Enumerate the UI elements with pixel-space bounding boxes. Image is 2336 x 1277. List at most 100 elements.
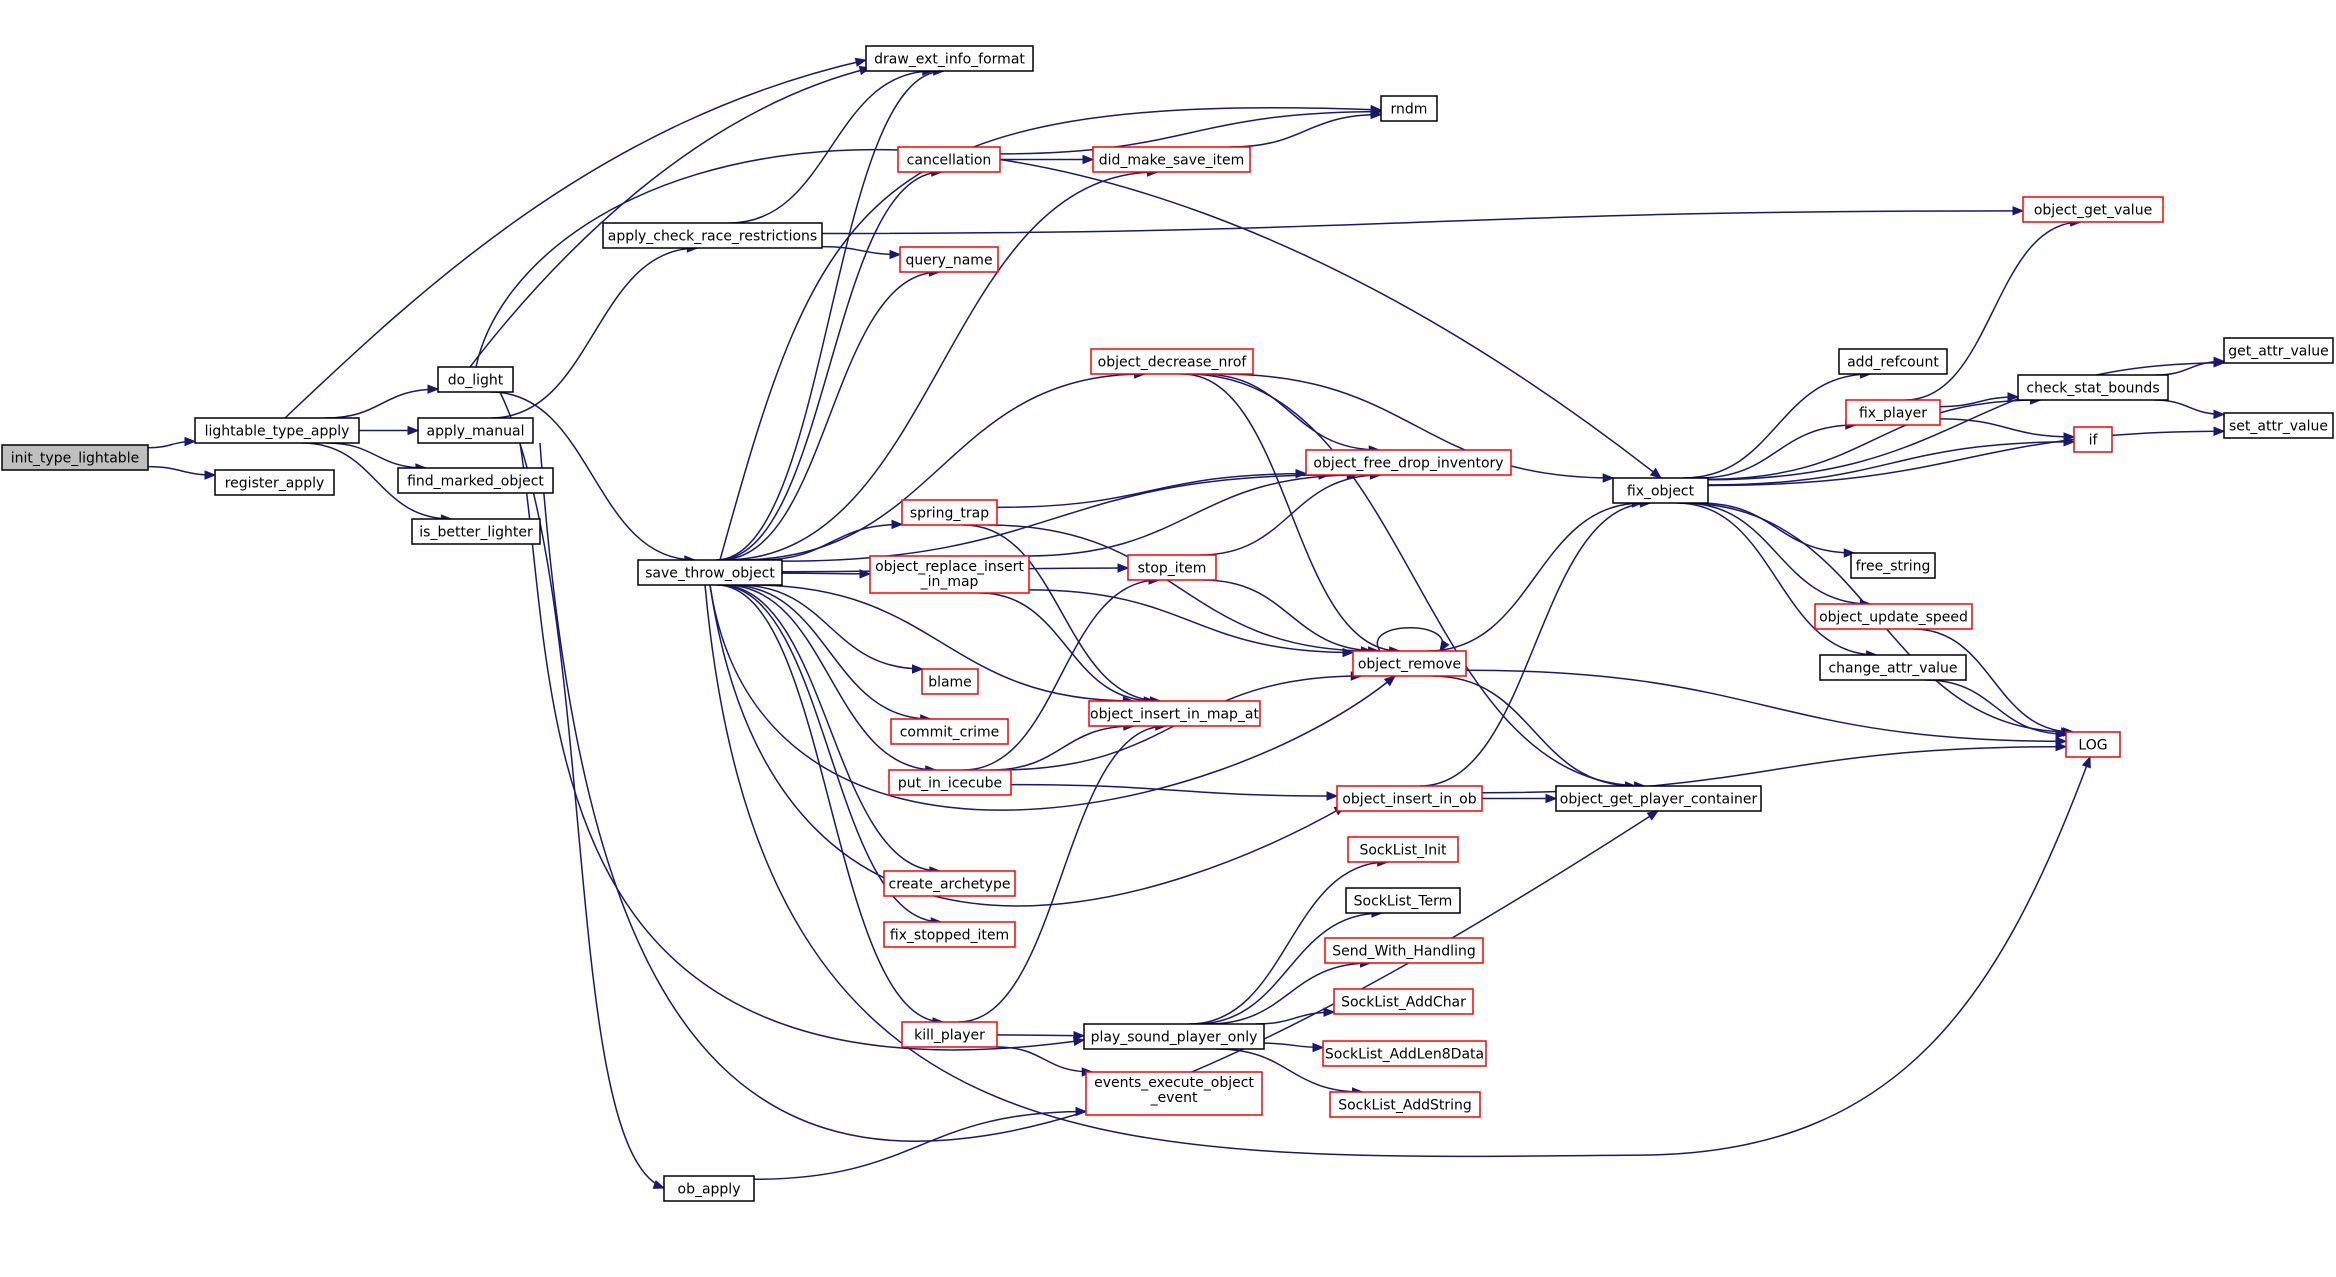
node-label: object_insert_in_map_at: [1090, 707, 1260, 723]
node-init_type_lightable[interactable]: init_type_lightable: [1, 444, 149, 471]
node-cancellation[interactable]: cancellation: [897, 146, 1001, 173]
node-label: lightable_type_apply: [205, 424, 350, 440]
edge-fix_player-to-if: [1939, 418, 2075, 438]
node-kill_player[interactable]: kill_player: [901, 1021, 998, 1048]
node-SockList_Term[interactable]: SockList_Term: [1345, 887, 1461, 914]
node-object_replace_insert_in_map[interactable]: object_replace_insert_in_map: [869, 555, 1030, 594]
node-add_refcount[interactable]: add_refcount: [1838, 348, 1948, 375]
node-object_decrease_nrof[interactable]: object_decrease_nrof: [1090, 348, 1254, 375]
node-register_apply[interactable]: register_apply: [214, 469, 335, 496]
node-box: [214, 469, 335, 496]
arrowhead-lightable_type_apply-to-apply_manual: [407, 425, 420, 436]
node-object_free_drop_inventory[interactable]: object_free_drop_inventory: [1305, 449, 1512, 476]
node-box: [1088, 700, 1261, 727]
node-apply_manual[interactable]: apply_manual: [417, 417, 534, 444]
node-SockList_AddChar[interactable]: SockList_AddChar: [1333, 988, 1474, 1015]
node-rndm[interactable]: rndm: [1380, 95, 1438, 122]
edge-play_sound_player_only-to-SockList_AddChar: [1255, 1011, 1335, 1025]
node-is_better_lighter[interactable]: is_better_lighter: [411, 518, 541, 545]
node-box: [899, 246, 999, 273]
node-box: [883, 870, 1016, 897]
edge-fix_object-to-fix_player: [1697, 424, 1856, 479]
node-object_insert_in_map_at[interactable]: object_insert_in_map_at: [1088, 700, 1261, 727]
node-label: spring_trap: [910, 506, 989, 522]
node-ob_apply[interactable]: ob_apply: [663, 1175, 755, 1202]
node-object_get_value[interactable]: object_get_value: [2022, 196, 2164, 223]
node-label-line: object_replace_insert: [875, 559, 1024, 575]
node-do_light[interactable]: do_light: [437, 366, 514, 393]
edge-kill_player-to-play_sound_player_only: [996, 1034, 1085, 1037]
edge-save_throw_object-to-object_remove: [709, 584, 1396, 811]
node-play_sound_player_only[interactable]: play_sound_player_only: [1083, 1023, 1265, 1050]
node-events_execute_object_event[interactable]: events_execute_object_event: [1085, 1071, 1263, 1116]
node-Send_With_Handling[interactable]: Send_With_Handling: [1324, 937, 1484, 964]
edge-spring_trap-to-object_remove: [987, 524, 1372, 652]
edge-did_make_save_item-to-rndm: [1229, 113, 1382, 148]
node-if[interactable]: if: [2073, 426, 2113, 453]
node-fix_player[interactable]: fix_player: [1845, 399, 1941, 426]
edge-save_throw_object-to-query_name: [719, 271, 940, 561]
node-stop_item[interactable]: stop_item: [1127, 554, 1217, 581]
edge-object_replace_insert_in_map-to-object_remove: [1028, 589, 1354, 654]
arrowhead-play_sound_player_only-to-SockList_AddChar: [1323, 1007, 1336, 1017]
node-object_update_speed[interactable]: object_update_speed: [1814, 603, 1973, 630]
node-label: find_marked_object: [407, 474, 544, 490]
arrowhead-object_remove-to-object_remove: [1439, 639, 1450, 653]
node-box: [2065, 731, 2121, 758]
node-create_archetype[interactable]: create_archetype: [883, 870, 1016, 897]
arrowhead-kill_player-to-play_sound_player_only: [1073, 1030, 1086, 1041]
node-box: [1329, 1091, 1481, 1118]
node-box: [897, 146, 1001, 173]
node-label: is_better_lighter: [419, 525, 533, 541]
node-draw_ext_info_format[interactable]: draw_ext_info_format: [865, 45, 1034, 72]
arrowhead-lightable_type_apply-to-draw_ext_info_format: [854, 57, 868, 67]
node-box: [1352, 650, 1467, 677]
edge-fix_object-to-check_stat_bounds: [1707, 399, 2041, 480]
node-box: [417, 417, 534, 444]
node-box: [602, 222, 823, 249]
node-label: stop_item: [1138, 561, 1207, 577]
node-box: [1322, 1040, 1487, 1067]
node-change_attr_value[interactable]: change_attr_value: [1819, 654, 1967, 681]
arrowhead-ob_apply-to-events_execute_object_event: [1075, 1106, 1088, 1117]
node-apply_check_race_restrictions[interactable]: apply_check_race_restrictions: [602, 222, 823, 249]
node-check_stat_bounds[interactable]: check_stat_bounds: [2017, 374, 2169, 401]
node-LOG[interactable]: LOG: [2065, 731, 2121, 758]
edge-save_throw_object-to-LOG: [704, 584, 2091, 1158]
node-fix_stopped_item[interactable]: fix_stopped_item: [883, 921, 1016, 948]
node-free_string[interactable]: free_string: [1850, 552, 1936, 579]
node-commit_crime[interactable]: commit_crime: [890, 718, 1009, 745]
node-SockList_AddString[interactable]: SockList_AddString: [1329, 1091, 1481, 1118]
node-object_remove[interactable]: object_remove: [1352, 650, 1467, 677]
node-object_insert_in_ob[interactable]: object_insert_in_ob: [1336, 785, 1483, 812]
edge-save_throw_object-to-blame: [737, 584, 923, 670]
edge-object_remove-to-object_remove: [1376, 627, 1444, 652]
edge-play_sound_player_only-to-Send_With_Handling: [1207, 962, 1371, 1025]
node-blame[interactable]: blame: [921, 668, 979, 695]
node-set_attr_value[interactable]: set_attr_value: [2223, 412, 2334, 439]
node-label: query_name: [905, 253, 992, 269]
arrowhead-check_stat_bounds-to-get_attr_value: [2213, 356, 2226, 367]
node-get_attr_value[interactable]: get_attr_value: [2223, 337, 2334, 364]
edge-fix_object-to-set_attr_value: [1707, 430, 2225, 487]
node-label: SockList_Term: [1354, 894, 1453, 910]
node-put_in_icecube[interactable]: put_in_icecube: [888, 769, 1012, 796]
node-save_throw_object[interactable]: save_throw_object: [637, 559, 783, 586]
node-label: fix_object: [1627, 484, 1695, 500]
edge-save_throw_object-to-did_make_save_item: [723, 171, 1158, 561]
node-find_marked_object[interactable]: find_marked_object: [397, 467, 554, 494]
node-fix_object[interactable]: fix_object: [1612, 477, 1709, 504]
node-label: SockList_AddString: [1338, 1098, 1472, 1114]
edge-object_decrease_nrof-to-object_remove: [1181, 373, 1400, 652]
node-lightable_type_apply[interactable]: lightable_type_apply: [194, 417, 360, 444]
node-spring_trap[interactable]: spring_trap: [901, 499, 998, 526]
node-object_get_player_container[interactable]: object_get_player_container: [1555, 785, 1762, 812]
node-SockList_AddLen8Data[interactable]: SockList_AddLen8Data: [1322, 1040, 1487, 1067]
node-label: set_attr_value: [2229, 419, 2328, 435]
node-label: change_attr_value: [1828, 661, 1957, 677]
node-SockList_Init[interactable]: SockList_Init: [1347, 836, 1459, 863]
edge-do_light-to-fix_object: [475, 148, 1662, 479]
node-label: did_make_save_item: [1099, 153, 1245, 169]
node-did_make_save_item[interactable]: did_make_save_item: [1092, 146, 1251, 173]
node-query_name[interactable]: query_name: [899, 246, 999, 273]
